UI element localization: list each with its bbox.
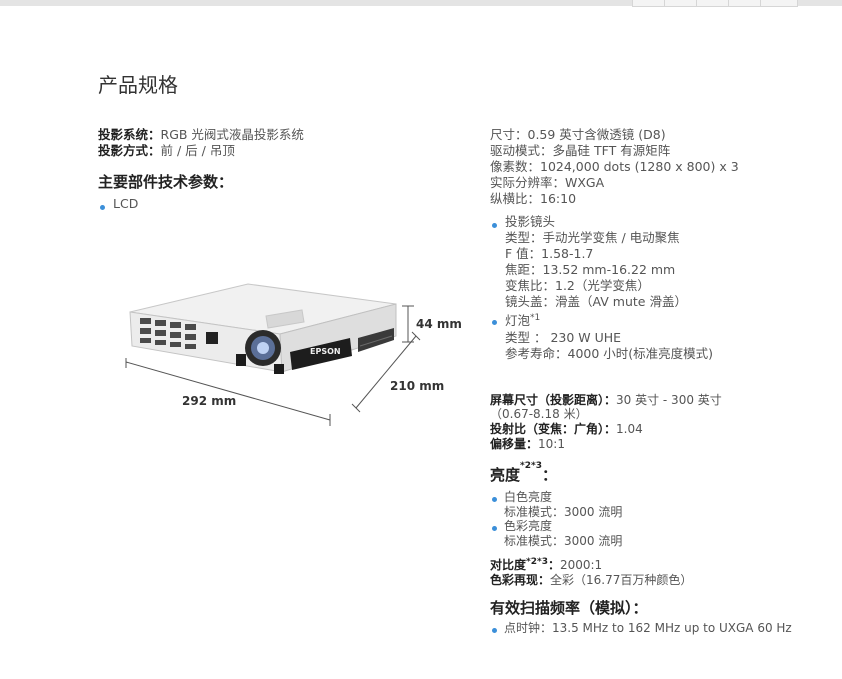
projection-method-value: 前 / 后 / 吊顶	[160, 143, 235, 158]
dimension-height-label: 44 mm	[416, 317, 462, 331]
bullet	[492, 526, 497, 531]
color-reproduction-row: 色彩再现：全彩（16.77百万种颜色）	[490, 572, 692, 588]
scan-frequency-heading: 有效扫描频率（模拟）：	[490, 599, 648, 617]
projection-system-value: RGB 光阀式液晶投影系统	[160, 127, 304, 142]
lcd-spec: 像素数：1024,000 dots (1280 x 800) x 3	[490, 159, 739, 174]
lamp-title-row: 灯泡*1	[505, 313, 540, 329]
color-brightness-title: 色彩亮度	[504, 519, 553, 533]
brightness-colon: ：	[541, 466, 557, 484]
brightness-title: 亮度	[490, 466, 521, 484]
throw-ratio-label: 投射比（变焦：广角）：	[490, 422, 617, 436]
lens-item: 变焦比：1.2（光学变焦）	[505, 278, 650, 293]
bullet	[492, 223, 497, 228]
top-tab[interactable]	[632, 0, 666, 7]
projection-system-label: 投影系统：	[98, 127, 161, 142]
main-parts-heading: 主要部件技术参数：	[98, 173, 234, 191]
offset-row: 偏移量：10:1	[490, 436, 565, 452]
color-reproduction-label: 色彩再现：	[490, 573, 551, 587]
projector-image: EPSON 44 mm 210 mm 292 mm	[118, 270, 478, 430]
screen-size-label: 屏幕尺寸（投影距离）：	[490, 393, 617, 407]
top-tab[interactable]	[696, 0, 730, 7]
projector-brand: EPSON	[310, 347, 341, 356]
white-brightness-title: 白色亮度	[504, 490, 553, 504]
top-tab[interactable]	[728, 0, 762, 7]
brightness-footnote: *2*3	[520, 461, 542, 471]
dimension-depth-label: 210 mm	[390, 379, 444, 393]
screen-size-distance: （0.67-8.18 米）	[490, 407, 588, 421]
contrast-colon: ：	[547, 558, 560, 572]
lens-item: 类型：手动光学变焦 / 电动聚焦	[505, 230, 680, 245]
lamp-footnote: *1	[530, 313, 541, 323]
lamp-title: 灯泡	[505, 313, 531, 328]
lcd-spec: 实际分辨率：WXGA	[490, 175, 605, 190]
top-tab[interactable]	[664, 0, 698, 7]
color-brightness-value: 标准模式：3000 流明	[504, 534, 623, 548]
lcd-spec: 尺寸：0.59 英寸含微透镜 (D8)	[490, 127, 666, 142]
lens-item: F 值：1.58-1.7	[505, 246, 594, 261]
lcd-spec: 纵横比：16:10	[490, 191, 577, 206]
top-tab[interactable]	[760, 0, 798, 7]
lamp-item: 类型 ： 230 W UHE	[505, 330, 622, 345]
pixel-clock: 点时钟：13.5 MHz to 162 MHz up to UXGA 60 Hz	[504, 621, 792, 635]
contrast-footnote: *2*3	[526, 557, 548, 567]
projection-system-row: 投影系统：RGB 光阀式液晶投影系统	[98, 127, 304, 143]
screen-size-row: 屏幕尺寸（投影距离）：30 英寸 - 300 英寸	[490, 392, 722, 408]
bullet	[100, 205, 105, 210]
brightness-heading: 亮度*2*3：	[490, 461, 557, 485]
page-title: 产品规格	[98, 73, 178, 97]
dimension-width-label: 292 mm	[182, 394, 236, 408]
throw-ratio-value: 1.04	[616, 422, 643, 436]
throw-ratio-row: 投射比（变焦：广角）：1.04	[490, 421, 643, 437]
lens-item: 镜头盖：滑盖（AV mute 滑盖）	[505, 294, 687, 309]
bullet	[492, 628, 497, 633]
contrast-label: 对比度	[490, 558, 527, 572]
screen-size-value: 30 英寸 - 300 英寸	[616, 393, 722, 407]
white-brightness-value: 标准模式：3000 流明	[504, 505, 623, 519]
bullet	[492, 320, 497, 325]
top-bar	[0, 0, 842, 6]
lcd-spec: 驱动模式：多晶硅 TFT 有源矩阵	[490, 143, 671, 158]
contrast-row: 对比度*2*3：2000:1	[490, 557, 602, 573]
projection-method-label: 投影方式：	[98, 143, 161, 158]
offset-label: 偏移量：	[490, 437, 539, 451]
lcd-item: LCD	[113, 196, 139, 211]
projection-method-row: 投影方式：前 / 后 / 吊顶	[98, 143, 235, 159]
lens-item: 焦距：13.52 mm-16.22 mm	[505, 262, 676, 277]
color-reproduction-value: 全彩（16.77百万种颜色）	[550, 573, 693, 587]
lamp-item: 参考寿命：4000 小时(标准亮度模式)	[505, 346, 714, 361]
lens-title: 投影镜头	[505, 214, 556, 229]
offset-value: 10:1	[538, 437, 565, 451]
bullet	[492, 497, 497, 502]
contrast-value: 2000:1	[559, 558, 603, 572]
